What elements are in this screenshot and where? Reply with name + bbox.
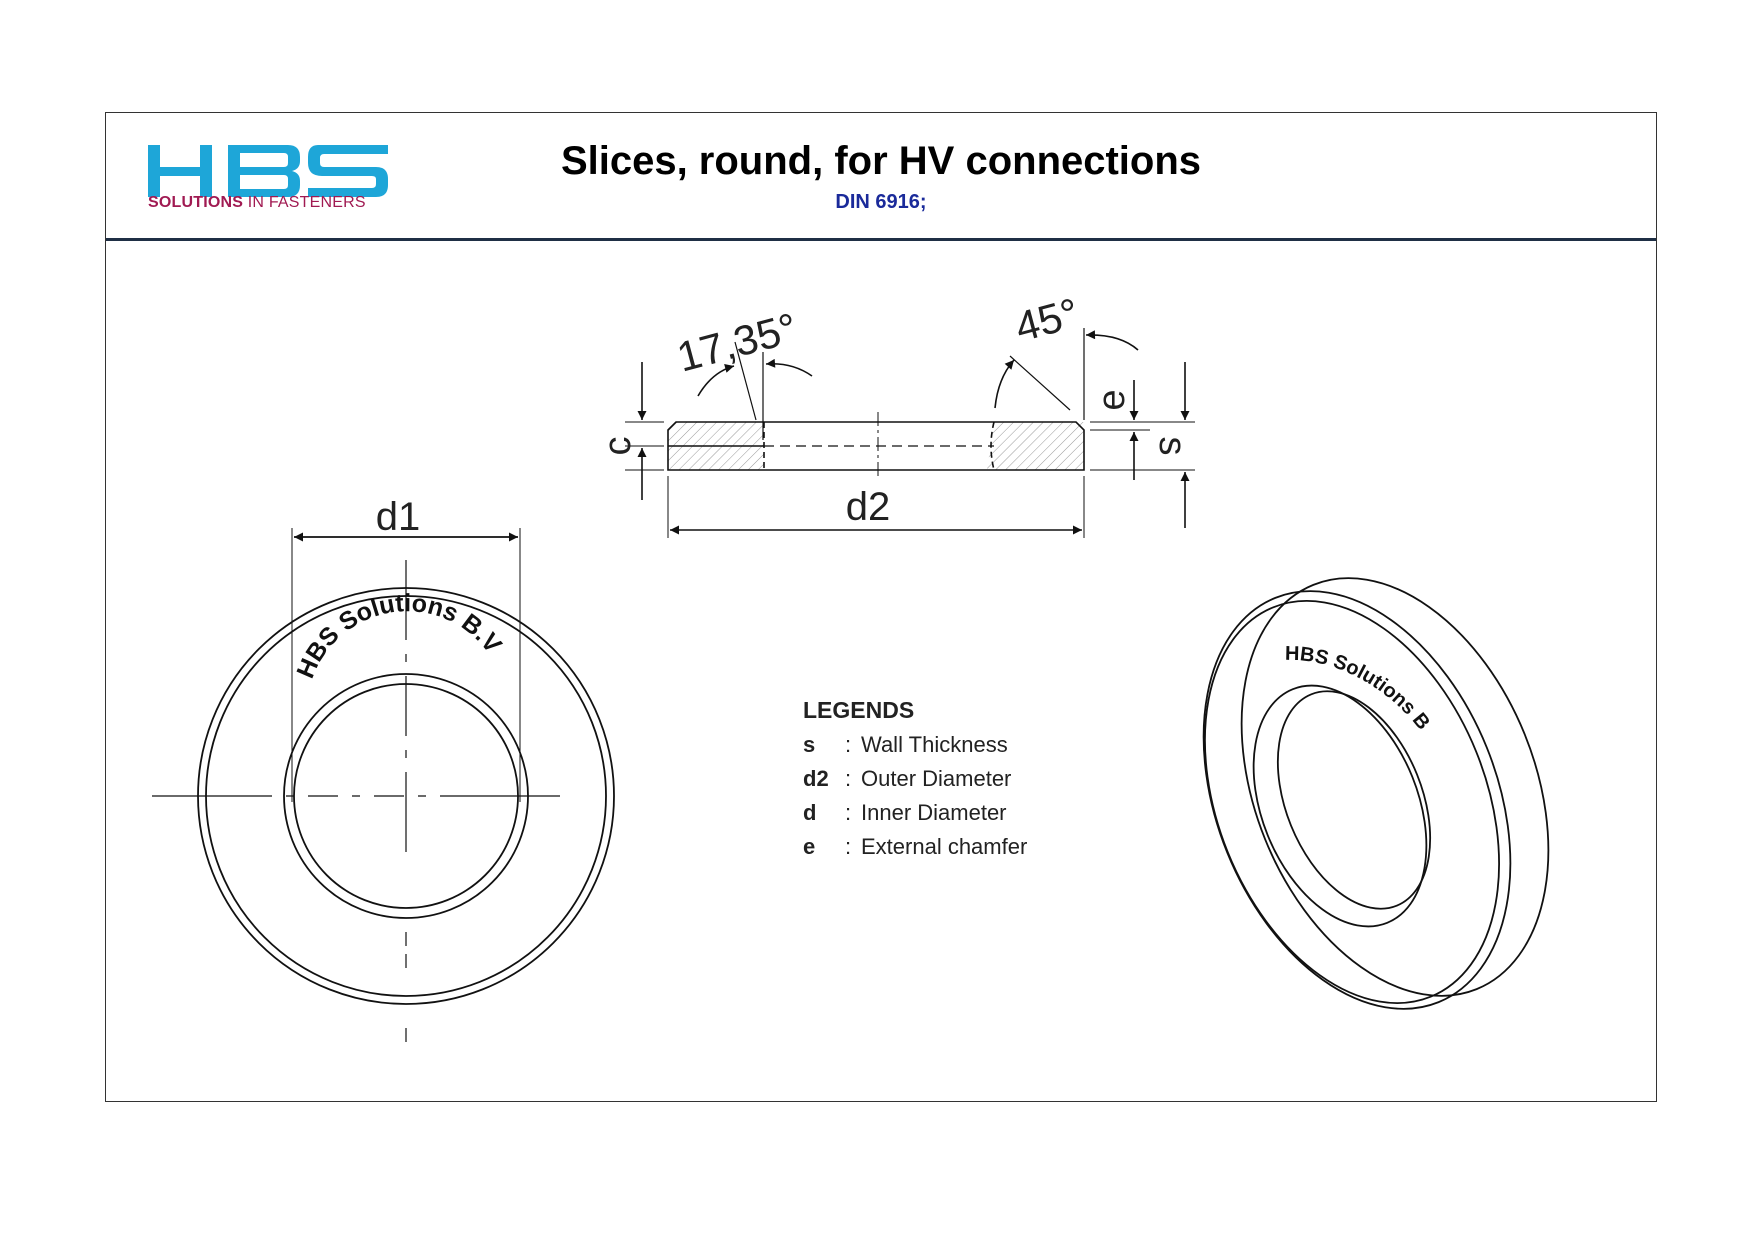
angle-right-label: 45°: [1010, 289, 1084, 351]
page-title: Slices, round, for HV connections: [560, 139, 1202, 183]
legend-symbol: d2: [803, 766, 829, 791]
section-outline: [667, 421, 1085, 471]
logo-tagline: SOLUTIONS IN FASTENERS: [148, 194, 366, 212]
e-label: e: [1091, 389, 1133, 410]
section-view: [625, 328, 1195, 538]
legend-item: e : External chamfer: [803, 830, 1027, 864]
iso-front-outer: [1202, 590, 1512, 1010]
legend-item: d2 : Outer Diameter: [803, 762, 1027, 796]
legend-separator: :: [845, 800, 852, 825]
legend-description: Wall Thickness: [861, 732, 1008, 757]
front-view: [152, 528, 655, 1050]
hbs-logo: [148, 145, 388, 197]
legend-title: LEGENDS: [803, 697, 915, 723]
d1-label: d1: [376, 495, 421, 539]
legend-item: d : Inner Diameter: [803, 796, 1027, 830]
legend-description: External chamfer: [861, 834, 1028, 859]
tagline-rest: IN FASTENERS: [243, 194, 366, 211]
s-label: s: [1151, 437, 1193, 456]
standard-number: DIN 6916;: [835, 191, 927, 213]
legend-description: Inner Diameter: [861, 800, 1007, 825]
legend-separator: :: [845, 834, 852, 859]
drawing-sheet: SOLUTIONS IN FASTENERS Slices, round, fo…: [105, 112, 1657, 1102]
legend-symbol: d: [803, 800, 817, 825]
legend-separator: :: [845, 732, 852, 757]
legend-symbol: e: [803, 834, 816, 859]
legend-item: s : Wall Thickness: [803, 728, 1027, 762]
legend-separator: :: [845, 766, 852, 791]
header: SOLUTIONS IN FASTENERS Slices, round, fo…: [106, 113, 1656, 241]
iso-back-outer: [1240, 577, 1550, 997]
isometric-view: [1202, 577, 1550, 1010]
d2-label: d2: [846, 485, 891, 529]
legend-symbol: s: [803, 732, 816, 757]
section-hatch-right: [987, 422, 1084, 470]
legend-description: Outer Diameter: [861, 766, 1012, 791]
legend: LEGENDS s : Wall Thickness d2 : Outer Di…: [803, 697, 1027, 864]
front-watermark: HBS Solutions B.V: [291, 589, 507, 682]
tagline-strong: SOLUTIONS: [148, 194, 244, 211]
c-label: c: [597, 437, 639, 456]
angle-left-label: 17,35°: [672, 304, 802, 381]
iso-inner-hole: [1252, 684, 1428, 928]
